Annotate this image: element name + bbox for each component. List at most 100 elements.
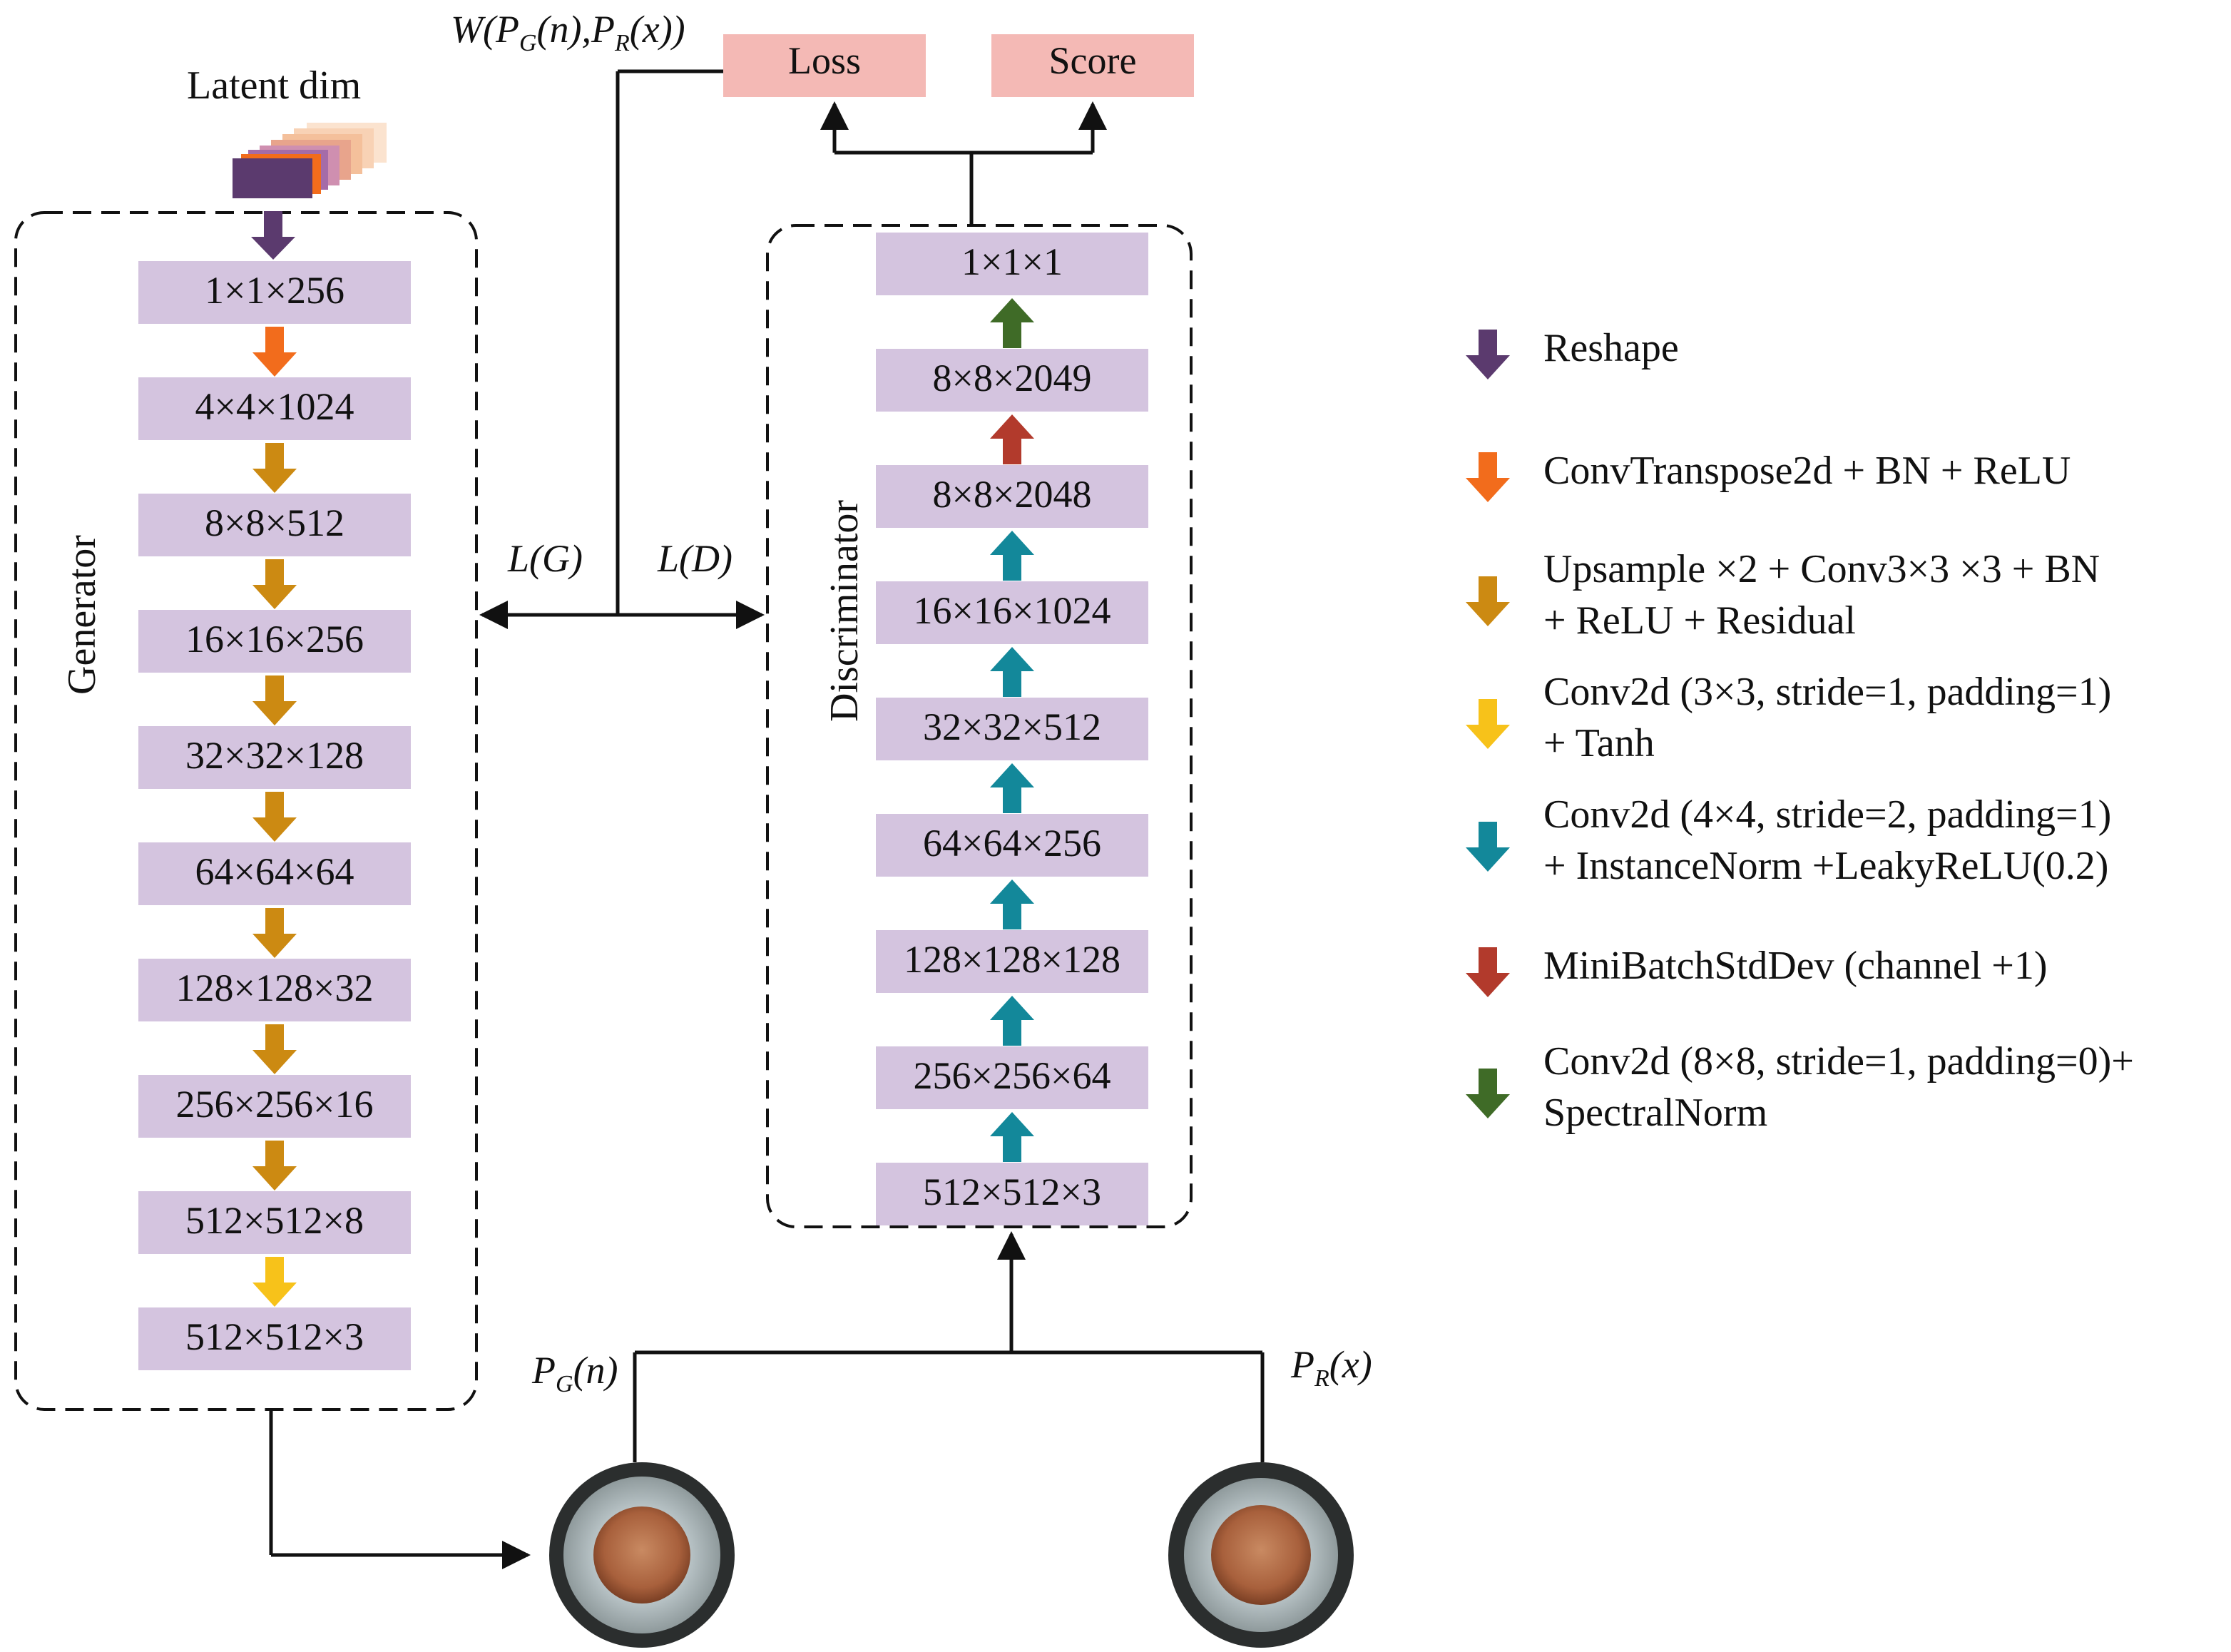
discriminator-layer-label: 32×32×512 [923, 705, 1101, 748]
legend-text-line: + ReLU + Residual [1543, 598, 1856, 643]
conv_instnorm-arrow [990, 647, 1034, 697]
generator-layer-label: 4×4×1024 [195, 385, 354, 428]
generated-distribution-label: PG(n) [532, 1349, 618, 1397]
generator-layer-box [138, 959, 411, 1021]
upsample-arrow [252, 675, 297, 725]
discriminator-layer-box [876, 930, 1148, 993]
loss-feedback-line [479, 69, 765, 629]
legend-text-line: ConvTranspose2d + BN + ReLU [1543, 449, 2071, 493]
discriminator-layer-box [876, 465, 1148, 528]
discriminator-layer-box [876, 349, 1148, 412]
generator-label: Generator [60, 535, 104, 695]
discriminator-layer-label: 8×8×2048 [932, 473, 1092, 516]
legend-reshape-icon [1466, 330, 1510, 379]
legend-conv_tanh-text: Conv2d (3×3, stride=1, padding=1) + Tanh [1543, 666, 2111, 769]
discriminator-layer-box [876, 581, 1148, 644]
generator-layer-label: 512×512×8 [185, 1199, 364, 1242]
loss-box [723, 34, 926, 97]
wasserstein-distance-label: W(PG(n),PR(x)) [451, 8, 685, 56]
discriminator-layer-label: 256×256×64 [913, 1054, 1111, 1097]
conv_instnorm-arrow [990, 1112, 1034, 1162]
generator-layer-box [138, 726, 411, 789]
discriminator-layer-box [876, 1046, 1148, 1109]
upsample-arrow [252, 1141, 297, 1190]
discriminator-layer-label: 1×1×1 [961, 240, 1063, 283]
legend-text-line: Upsample ×2 + Conv3×3 ×3 + BN [1543, 547, 2100, 591]
generator-layer-box [138, 261, 411, 324]
generator-loss-label: L(G) [508, 537, 583, 580]
discriminator-container [766, 224, 1193, 1228]
generator-layer-label: 64×64×64 [195, 850, 354, 893]
conv_instnorm-arrow [990, 763, 1034, 813]
upsample-arrow [252, 908, 297, 958]
score-box [991, 34, 1194, 97]
generator-layer-box [138, 842, 411, 905]
latent-dim-label: Latent dim [187, 63, 362, 108]
legend-text-line: + InstanceNorm +LeakyReLU(0.2) [1543, 844, 2109, 888]
legend-conv_spectral-text: Conv2d (8×8, stride=1, padding=0)+ Spectr… [1543, 1036, 2134, 1138]
upsample-arrow [252, 443, 297, 493]
discriminator-layer-label: 128×128×128 [904, 938, 1120, 981]
upsample-arrow [252, 559, 297, 609]
real-cable-image [1168, 1462, 1354, 1648]
generator-layer-box [138, 377, 411, 440]
legend-text-line: Reshape [1543, 326, 1679, 370]
legend-text-line: Conv2d (3×3, stride=1, padding=1) [1543, 670, 2112, 714]
generator-layer-label: 512×512×3 [185, 1315, 364, 1358]
legend-conv_tanh-icon [1466, 699, 1510, 749]
legend-upsample-icon [1466, 576, 1510, 626]
conv_instnorm-arrow [990, 996, 1034, 1046]
generator-layer-box [138, 1307, 411, 1370]
discriminator-layer-label: 64×64×256 [923, 822, 1101, 865]
conv_instnorm-arrow [990, 879, 1034, 929]
legend-conv_instnorm-icon [1466, 822, 1510, 872]
discriminator-layer-label: 8×8×2049 [932, 357, 1092, 399]
generator-layer-label: 32×32×128 [185, 734, 364, 777]
discriminator-label: Discriminator [822, 499, 867, 722]
generator-layer-label: 256×256×16 [175, 1083, 374, 1126]
generated-cable-image [549, 1462, 735, 1648]
generator-layer-label: 1×1×256 [205, 269, 344, 312]
upsample-arrow [252, 792, 297, 842]
discriminator-loss-label: L(D) [658, 537, 732, 580]
legend-minibatch-text: MiniBatchStdDev (channel +1) [1543, 940, 2048, 991]
legend-conv_instnorm-text: Conv2d (4×4, stride=2, padding=1) + Insta… [1543, 789, 2111, 892]
score-label: Score [1048, 39, 1137, 82]
discriminator-input-lines [633, 1231, 1265, 1462]
discriminator-layer-box [876, 814, 1148, 877]
real-distribution-label: PR(x) [1291, 1343, 1372, 1392]
loss-label: Loss [787, 39, 861, 82]
discriminator-layer-label: 512×512×3 [923, 1171, 1101, 1213]
legend-text-line: Conv2d (4×4, stride=2, padding=1) [1543, 792, 2112, 837]
generator-layer-box [138, 494, 411, 556]
legend-text-line: + Tanh [1543, 721, 1655, 765]
legend-convtranspose-icon [1466, 452, 1510, 502]
convtranspose-arrow [252, 327, 297, 377]
discriminator-layer-box [876, 698, 1148, 760]
legend-text-line: MiniBatchStdDev (channel +1) [1543, 944, 2048, 988]
legend-minibatch-icon [1466, 947, 1510, 997]
disc-output-connector [820, 101, 1107, 225]
upsample-arrow [252, 1024, 297, 1074]
generator-output-line [269, 1409, 531, 1569]
legend-text-line: Conv2d (8×8, stride=1, padding=0)+ [1543, 1039, 2134, 1084]
latent-stack [233, 123, 387, 198]
generator-layer-box [138, 610, 411, 673]
conv_instnorm-arrow [990, 531, 1034, 581]
discriminator-layer-box [876, 1163, 1148, 1225]
generator-layer-label: 128×128×32 [175, 967, 374, 1009]
generator-layer-box [138, 1075, 411, 1138]
discriminator-layer-box [876, 233, 1148, 295]
generator-layer-label: 16×16×256 [185, 618, 364, 661]
legend-reshape-text: Reshape [1543, 322, 1679, 374]
legend-convtranspose-text: ConvTranspose2d + BN + ReLU [1543, 445, 2071, 496]
generator-layer-box [138, 1191, 411, 1254]
generator-container [14, 211, 478, 1411]
legend-text-line: SpectralNorm [1543, 1091, 1768, 1135]
minibatch-arrow [990, 414, 1034, 464]
discriminator-layer-label: 16×16×1024 [913, 589, 1111, 632]
generator-layer-label: 8×8×512 [205, 501, 344, 544]
conv_tanh-arrow [252, 1257, 297, 1307]
reshape-arrow [251, 211, 295, 260]
